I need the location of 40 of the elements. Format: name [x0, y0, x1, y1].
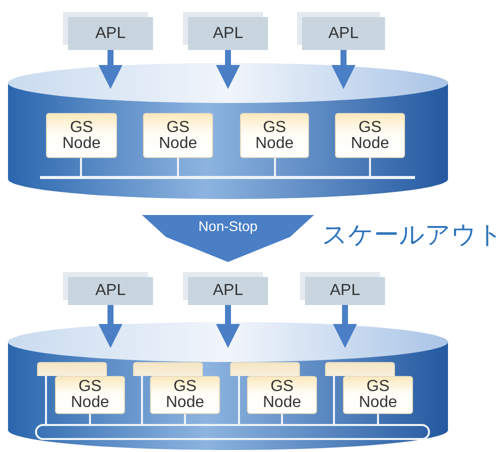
arrow [333, 305, 357, 348]
connector-line [377, 414, 379, 424]
node-box: GS Node [335, 113, 405, 158]
connector-line [274, 158, 276, 176]
arrow [98, 50, 122, 89]
node-box: GS Node [240, 113, 309, 158]
node-box: GS Node [143, 113, 213, 158]
connector-line [80, 158, 82, 176]
application-box: APL [68, 277, 153, 305]
application-box: APL [305, 277, 385, 305]
connector-line [141, 376, 143, 424]
added-node-box [133, 362, 203, 376]
connector-line [45, 376, 47, 424]
arrow [216, 305, 240, 348]
arrow [332, 50, 356, 89]
application-box: APL [188, 277, 268, 305]
node-box: GS Node [247, 376, 317, 414]
connector-line [89, 414, 91, 424]
cluster-cylinder [8, 322, 448, 450]
connector-line [184, 414, 186, 424]
arrow [216, 50, 240, 89]
added-node-box [325, 362, 395, 376]
arrow [98, 305, 122, 348]
network-bus [35, 424, 430, 440]
application-box: APL [68, 17, 153, 50]
added-node-box [230, 362, 300, 376]
node-box: GS Node [46, 113, 117, 158]
added-node-box [37, 362, 107, 376]
application-box: APL [188, 17, 268, 50]
network-bus [40, 176, 415, 179]
application-box: APL [302, 17, 385, 50]
cluster-cylinder [8, 63, 448, 199]
connector-line [177, 158, 179, 176]
connector-line [281, 414, 283, 424]
connector-line [333, 376, 335, 424]
connector-line [369, 158, 371, 176]
connector-line [238, 376, 240, 424]
node-box: GS Node [55, 376, 125, 414]
node-box: GS Node [343, 376, 413, 414]
node-box: GS Node [150, 376, 220, 414]
